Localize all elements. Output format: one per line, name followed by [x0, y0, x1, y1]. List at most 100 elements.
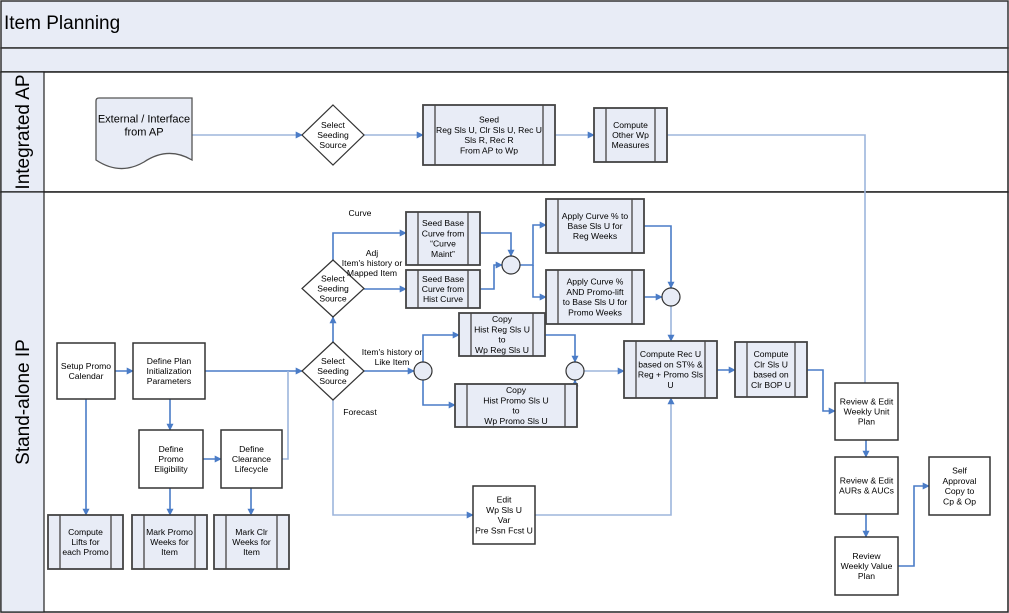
node-label-line: Reg Weeks: [573, 231, 617, 241]
node-label-line: Mark Clr: [235, 527, 268, 537]
process-shape: [132, 342, 206, 400]
edge-copy-reg-to-junction3: [545, 334, 579, 363]
node-label-line: based on ST% &: [638, 359, 703, 369]
edge-label-history-like: Item's history or: [362, 347, 423, 357]
node-label-line: Compute Rec U: [640, 349, 701, 359]
decision-shape: [301, 104, 365, 166]
node-label-line: to: [512, 406, 519, 416]
node-label-line: Define Plan: [147, 356, 192, 366]
node-label-line: Reg + Promo Sls: [638, 370, 703, 380]
node-label-line: Self: [952, 466, 967, 476]
edge-label-adj-history: Adj: [366, 248, 379, 258]
node-label-line: from AP: [124, 127, 163, 139]
node-label-line: Weeks for: [150, 537, 189, 547]
process-shape: [834, 456, 899, 515]
node-label-line: From AP to Wp: [460, 145, 518, 155]
node-label-line: Copy to: [945, 486, 975, 496]
node-label-line: Other Wp: [612, 130, 649, 140]
junction-circle-1: [501, 255, 521, 275]
node-label-line: Hist Reg Sls U: [474, 324, 530, 334]
node-label-line: Curve from: [422, 228, 465, 238]
node-label-line: Measures: [612, 140, 650, 150]
node-label-line: Weekly Value: [841, 561, 893, 571]
edge-clearance-to-select: [282, 371, 289, 460]
node-label-line: Plan: [858, 571, 875, 581]
edge-junction-copy-to-promo: [422, 380, 456, 409]
process-shape: [834, 382, 899, 441]
node-label-line: Copy: [506, 385, 527, 395]
node-label-line: Seed Base: [422, 218, 464, 228]
node-label-line: Pre Ssn Fcst U: [475, 525, 533, 535]
node-label-line: Compute: [754, 349, 789, 359]
edge-junction-to-apply-promo: [532, 265, 547, 301]
predefined-process-shape: [458, 312, 546, 357]
process-shape: [138, 429, 204, 489]
edge-junction-copy-to-reg: [422, 331, 460, 362]
process-shape: [834, 536, 899, 596]
node-label-line: Edit: [497, 495, 512, 505]
connectors: [82, 131, 930, 567]
node-label-line: External / Interface: [98, 114, 190, 126]
junction-circle-3: [413, 361, 433, 381]
process-shape: [472, 485, 536, 545]
edge-apply-reg-to-junction2: [644, 225, 675, 289]
predefined-process-shape: [545, 198, 645, 254]
node-label-line: Select: [321, 273, 345, 283]
node-label-line: Lifecycle: [235, 464, 269, 474]
node-label-line: Clr Sls U: [754, 359, 788, 369]
node-label-line: Maint”: [431, 249, 455, 259]
node-label-line: Item: [161, 547, 178, 557]
edge-label-adj-history: Item's history or: [342, 258, 403, 268]
node-label-line: AND Promo-lift: [566, 287, 624, 297]
node-label-line: Mark Promo: [146, 527, 193, 537]
subheader-band: [0, 47, 1009, 73]
node-label-line: Wp Promo Sls U: [484, 416, 548, 426]
edge-maint-to-junction: [480, 232, 515, 257]
node-label-line: Hist Curve: [423, 294, 463, 304]
node-label-line: Source: [319, 140, 346, 150]
page-title: Item Planning: [4, 13, 120, 34]
node-label-line: Weekly Unit: [844, 407, 890, 417]
node-label-line: Source: [319, 376, 346, 386]
node-label-line: Review & Edit: [840, 396, 894, 406]
junction-circle-2: [661, 287, 681, 307]
node-label-line: Var: [498, 515, 511, 525]
node-label-line: AURs & AUCs: [839, 486, 894, 496]
node-label-line: based on: [753, 370, 789, 380]
node-label-line: Source: [319, 294, 346, 304]
node-label-line: Select: [321, 120, 345, 130]
lane-label-integrated-ap: Integrated AP: [13, 74, 34, 189]
node-label-line: Seeding: [317, 130, 349, 140]
predefined-process-shape: [545, 269, 645, 325]
edge-label-history-like: Like Item: [375, 357, 410, 367]
process-shape: [928, 456, 991, 516]
node-label-line: “Curve: [430, 239, 456, 249]
